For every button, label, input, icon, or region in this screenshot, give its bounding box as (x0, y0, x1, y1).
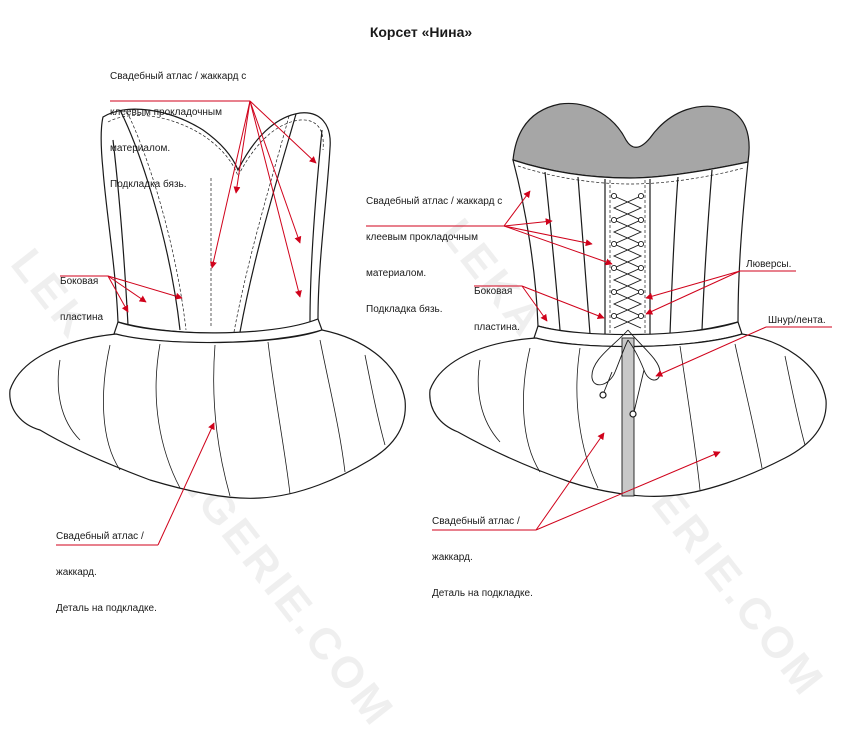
front-seam-right (239, 113, 297, 333)
back-fabric-note-line-3: материалом. (366, 268, 427, 279)
back-seam-6 (701, 169, 713, 331)
front-stitch-left (126, 111, 187, 331)
front-peplum-fold-7 (364, 354, 386, 446)
front-fabric-note-line-4: Подкладка бязь. (110, 179, 187, 190)
leader-front-fabric-5 (209, 100, 251, 269)
front-side-note-line-1: Боковая (60, 276, 99, 287)
eyelet-right-5 (637, 288, 645, 296)
front-side-note: Боковая пластина (60, 252, 103, 348)
leader-front-skirt-1 (157, 422, 215, 546)
back-eyelets-note: Люверсы. (746, 259, 792, 270)
leader-back-side-1 (521, 285, 548, 322)
back-tie-bow (591, 329, 661, 413)
diagram-canvas: LEKALA-LINGERIE.COM LEKALA-LINGERIE.COM (1, 24, 834, 736)
front-peplum-fold-1 (57, 359, 81, 441)
back-tie-end-right (629, 410, 637, 418)
back-skirt-note-line-1: Свадебный атлас / (432, 516, 520, 527)
leader-eyelets-1 (645, 270, 741, 300)
back-fabric-note-line-2: клеевым прокладочным (366, 232, 478, 243)
page-title: Корсет «Нина» (369, 24, 473, 40)
front-fabric-note: Свадебный атлас / жаккард с клеевым прок… (110, 47, 246, 215)
back-seam-1 (544, 171, 561, 331)
leader-front-fabric-1 (233, 100, 251, 194)
front-side-note-line-2: пластина (60, 312, 104, 323)
leader-front-side-2 (107, 275, 147, 303)
eyelet-left-3 (610, 240, 618, 248)
front-peplum-fold-2 (103, 344, 121, 471)
back-side-note: Боковая пластина. (474, 262, 520, 358)
back-cord-note: Шнур/лента. (768, 315, 826, 326)
leader-back-fabric-1 (503, 218, 553, 227)
leader-eyelets-2 (645, 270, 741, 315)
front-peplum-fold-6 (319, 339, 346, 473)
leader-back-fabric-3 (503, 225, 613, 266)
back-fabric-note: Свадебный атлас / жаккард с клеевым прок… (366, 172, 502, 340)
back-peplum-fold-1 (477, 359, 501, 443)
back-side-note-line-2: пластина. (474, 322, 520, 333)
back-seam-2 (577, 176, 591, 335)
back-tie-end-left (599, 391, 607, 399)
eyelet-right-6 (637, 312, 645, 320)
leader-back-skirt-2 (535, 451, 721, 531)
back-stitch-top (517, 165, 745, 185)
eyelet-right-2 (637, 216, 645, 224)
leader-back-fabric-4 (503, 190, 531, 227)
leader-cord-1 (655, 326, 767, 377)
eyelet-left-2 (610, 216, 618, 224)
front-peplum-fold-5 (267, 341, 291, 495)
back-fabric-note-line-1: Свадебный атлас / жаккард с (366, 196, 503, 207)
leader-front-fabric-3 (249, 100, 302, 244)
eyelet-right-1 (637, 192, 645, 200)
back-seam-5 (669, 176, 679, 335)
back-skirt-note-line-2: жаккард. (432, 552, 473, 563)
leader-back-skirt-1 (535, 432, 605, 531)
front-stitch-right (233, 115, 290, 333)
back-skirt-note: Свадебный атлас / жаккард. Деталь на под… (432, 492, 533, 624)
leader-front-fabric-4 (249, 100, 302, 298)
leader-front-fabric-2 (249, 100, 317, 164)
back-lacing (610, 192, 645, 329)
eyelet-left-4 (610, 264, 618, 272)
front-skirt-note-line-3: Деталь на подкладке. (56, 603, 157, 614)
eyelet-left-1 (610, 192, 618, 200)
front-skirt-note-line-1: Свадебный атлас / (56, 531, 144, 542)
back-side-note-line-1: Боковая (474, 286, 513, 297)
front-peplum (9, 329, 406, 499)
leader-lines (56, 100, 832, 546)
back-skirt-note-line-3: Деталь на подкладке. (432, 588, 533, 599)
front-skirt-note-line-2: жаккард. (56, 567, 97, 578)
back-view (429, 102, 827, 497)
eyelet-left-6 (610, 312, 618, 320)
leader-front-side-3 (107, 275, 129, 313)
back-bodice-outline (512, 159, 749, 337)
back-peplum-fold-3 (576, 347, 599, 489)
leader-back-fabric-2 (503, 225, 593, 247)
eyelet-right-3 (637, 240, 645, 248)
eyelet-right-4 (637, 264, 645, 272)
back-lining (512, 102, 750, 179)
front-fabric-note-line-3: материалом. (110, 143, 171, 154)
corset-drawing (9, 100, 832, 546)
leader-back-side-2 (521, 285, 605, 319)
front-fabric-note-line-2: клеевым прокладочным (110, 107, 222, 118)
front-seam-side-left (112, 139, 129, 326)
back-peplum-fold-6 (784, 355, 806, 446)
front-peplum-fold-4 (213, 344, 231, 497)
front-fabric-note-line-1: Свадебный атлас / жаккард с (110, 71, 247, 82)
eyelet-left-5 (610, 288, 618, 296)
back-fabric-note-line-4: Подкладка бязь. (366, 304, 443, 315)
back-peplum-fold-5 (734, 343, 763, 469)
back-peplum-fold-2 (523, 347, 541, 473)
back-lacing-cord (612, 195, 643, 329)
leader-front-side-1 (107, 275, 183, 300)
front-skirt-note: Свадебный атлас / жаккард. Деталь на под… (56, 507, 157, 639)
front-seam-side-right (309, 129, 323, 323)
front-peplum-fold-3 (155, 343, 181, 489)
